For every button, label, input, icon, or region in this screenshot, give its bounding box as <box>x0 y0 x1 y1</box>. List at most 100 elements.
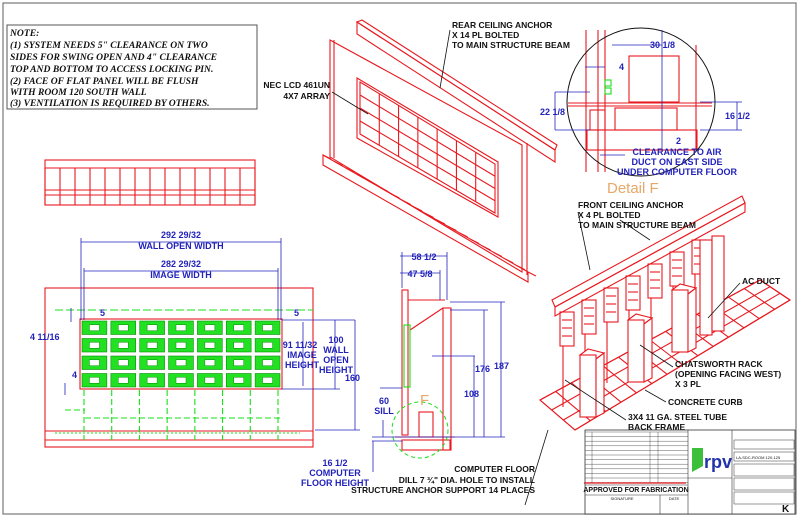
note-line: SIDES FOR SWING OPEN AND 4" CLEARANCE <box>10 52 217 63</box>
note-line: TOP AND BOTTOM TO ACCESS LOCKING PIN. <box>10 64 213 75</box>
panel-mount-bracket <box>175 342 187 349</box>
floor-grid-line <box>379 187 389 192</box>
panel-mount-bracket <box>262 359 273 366</box>
rack-body <box>671 289 689 353</box>
floor-grid-line <box>649 339 683 366</box>
total-height-value: 160 <box>345 373 360 383</box>
floor-grid-line <box>516 265 525 270</box>
wall-open-width-label: WALL OPEN WIDTH <box>138 241 223 251</box>
note-box: NOTE: (1) SYSTEM NEEDS 5" CLEARANCE ON T… <box>6 24 258 110</box>
rack-label: CHATSWORTH RACK <box>675 359 764 369</box>
drill-note: STRUCTURE ANCHOR SUPPORT 14 PLACES <box>351 485 535 495</box>
detail-title: Detail F <box>607 180 659 197</box>
side-section-view <box>372 252 549 506</box>
project-name: LA-SDC-ROOM 120-125 <box>736 455 781 460</box>
front-anchor-label: TO MAIN STRUCTURE BEAM <box>578 220 696 230</box>
panel-mount-bracket <box>262 377 273 384</box>
steel-tube-label: BACK FRAME <box>628 422 685 432</box>
panel-mount-bracket <box>233 342 244 349</box>
display-model-label: NEC LCD 461UN <box>263 80 330 90</box>
display-frame <box>647 263 663 299</box>
display-frame <box>669 251 685 287</box>
detail-dim-clearance: 2 <box>676 136 681 146</box>
computer-floor-grid <box>539 279 792 431</box>
height-187-dim: 187 <box>494 361 509 371</box>
display-frame <box>603 287 619 323</box>
image-height-label: HEIGHT <box>285 360 320 370</box>
panel-mount-bracket <box>118 324 129 331</box>
rack-body <box>627 319 645 383</box>
panel-mount-bracket <box>262 342 273 349</box>
panel-mount-bracket <box>175 324 187 331</box>
display-frame <box>559 311 575 347</box>
detail-marker-f: F <box>420 392 429 409</box>
floor-grid-line <box>539 399 576 431</box>
front-anchor-label: FRONT CEILING ANCHOR <box>578 200 683 210</box>
panel-mount-bracket <box>262 324 273 331</box>
grid-line <box>359 94 496 177</box>
floor-outline <box>539 279 792 431</box>
panel-mount-bracket <box>146 324 158 331</box>
panel-mount-bracket <box>233 359 244 366</box>
approved-label: APPROVED FOR FABRICATION <box>583 487 688 494</box>
note-line: WITH ROOM 120 SOUTH WALL <box>10 87 147 98</box>
panel-mount-bracket <box>89 359 100 366</box>
floor-height-value: 16 1/2 <box>322 458 347 468</box>
title-block <box>584 429 796 515</box>
side-clearance-left: 5 <box>100 308 105 318</box>
floor-grid-line <box>574 299 791 431</box>
rack-label: X 3 PL <box>675 379 701 389</box>
grid-line <box>359 107 496 189</box>
panel-mount-bracket <box>175 377 187 384</box>
image-width-label: IMAGE WIDTH <box>150 270 212 280</box>
floor-grid-line <box>368 180 377 186</box>
floor-grid-line <box>322 154 332 160</box>
wall-open-height-label: WALL <box>323 345 349 355</box>
rear-anchor-label: X 14 PL BOLTED <box>452 30 519 40</box>
floor-grid-line <box>504 258 514 264</box>
panel-mount-bracket <box>89 342 100 349</box>
panel-mount-bracket <box>175 359 187 366</box>
floor-grid-line <box>527 271 537 277</box>
panel-mount-bracket <box>233 324 244 331</box>
wall-open-width-value: 292 29/32 <box>161 230 201 240</box>
floor-grid-line <box>482 245 491 251</box>
rack-label: (OPENING FACING WEST) <box>675 369 781 379</box>
floor-grid-line <box>728 296 760 320</box>
panel-mount-bracket <box>204 324 216 331</box>
rack-body <box>579 354 597 418</box>
floor-grid <box>322 154 537 283</box>
floor-grid-line <box>334 161 343 166</box>
floor-grid-line <box>356 174 366 179</box>
floor-grid-line <box>743 288 775 310</box>
image-width-value: 282 29/32 <box>161 259 201 269</box>
panel-mount-bracket <box>118 342 129 349</box>
note-line: (3) VENTILATION IS REQUIRED BY OTHERS. <box>10 98 210 109</box>
floor-grid-line <box>345 167 355 173</box>
detail-f-view <box>554 27 742 177</box>
wall-open-height-value: 100 <box>328 335 343 345</box>
depth-outer-dim: 58 1/2 <box>411 252 436 262</box>
company-logo: rpv <box>704 452 732 472</box>
chatsworth-racks <box>578 283 698 418</box>
floor-grid-line <box>759 279 791 301</box>
steel-tube-label: 3X4 11 GA. STEEL TUBE <box>628 412 727 422</box>
floor-height-label: FLOOR HEIGHT <box>301 478 369 488</box>
panel-mount-bracket <box>118 359 129 366</box>
top-offset-dim: 4 11/16 <box>30 332 60 342</box>
grid-line <box>359 120 496 202</box>
sill-label: SILL <box>374 406 394 416</box>
signature-label: SIGNATURE <box>610 496 633 501</box>
concrete-curb-label: CONCRETE CURB <box>668 397 743 407</box>
rear-anchor-label: REAR CEILING ANCHOR <box>452 20 552 30</box>
image-height-label: IMAGE <box>287 350 317 360</box>
clearance-label: CLEARANCE TO AIR <box>632 147 722 157</box>
sheet-letter: K <box>782 504 790 515</box>
mount-frame <box>65 390 280 440</box>
panel-mount-bracket <box>204 377 216 384</box>
display-frame <box>581 299 597 335</box>
note-line: (1) SYSTEM NEEDS 5" CLEARANCE ON TWO <box>10 40 208 51</box>
detail-dim-width: 30 1/8 <box>650 40 675 50</box>
lcd-array-grid <box>359 93 496 202</box>
